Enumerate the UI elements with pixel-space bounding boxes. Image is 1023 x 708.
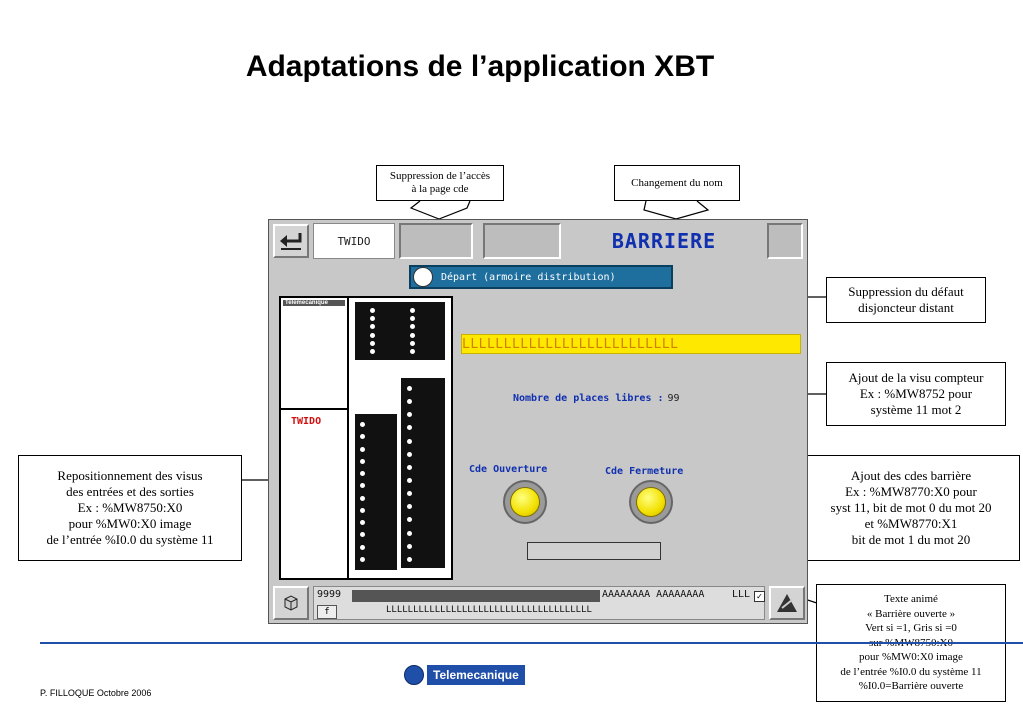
plc-output-leds-3	[406, 386, 412, 562]
depart-lamp-icon	[413, 267, 433, 287]
status-value: 9999	[317, 589, 342, 600]
status-bottom-text: LLLLLLLLLLLLLLLLLLLLLLLLLLLLLLLLLLLLLL	[386, 605, 592, 615]
header-empty-slot-2	[483, 223, 561, 259]
note-ajout-cdes: Ajout des cdes barrière Ex : %MW8770:X0 …	[802, 455, 1020, 561]
note-suppression-acces: Suppression de l’accès à la page cde	[376, 165, 504, 201]
slide-title: Adaptations de l’application XBT	[245, 50, 715, 83]
footer-author: P. FILLOQUE Octobre 2006	[40, 688, 152, 698]
fermeture-lamp-icon	[636, 487, 666, 517]
cube-button[interactable]	[273, 586, 309, 620]
plc-module-bottom: TWIDO	[281, 410, 349, 578]
places-counter: Nombre de places libres : 99	[513, 390, 680, 406]
status-f-field[interactable]: f	[317, 605, 337, 619]
ouverture-lamp-icon	[510, 487, 540, 517]
note-changement-nom: Changement du nom	[614, 165, 740, 201]
header-title-area: BARRIERE	[565, 223, 763, 259]
animated-text-field	[527, 542, 661, 560]
tab-twido-label: TWIDO	[337, 234, 371, 248]
cde-fermeture-button[interactable]	[629, 480, 673, 524]
plc-output-leds-1	[369, 308, 375, 354]
plc-module-top: Telemecanique	[281, 298, 349, 410]
xbt-screen: TWIDO BARRIERE Départ (armoire distribut…	[268, 219, 808, 624]
counter-bar-text: LLLLLLLLLLLLLLLLLLLLLLLLLL	[462, 336, 679, 352]
places-value: 99	[667, 392, 680, 404]
note-repositionnement: Repositionnement des visus des entrées e…	[18, 455, 242, 561]
plc-output-leds-2	[409, 308, 415, 354]
screen-title: BARRIERE	[611, 229, 717, 253]
cde-ouverture-button[interactable]	[503, 480, 547, 524]
header-empty-slot-3	[767, 223, 803, 259]
cde-ouverture-label: Cde Ouverture	[469, 464, 548, 475]
status-progress-bar	[352, 590, 600, 602]
plc-model-label: TWIDO	[291, 416, 322, 427]
depart-label: Départ (armoire distribution)	[441, 271, 616, 283]
plc-output-block-2	[401, 378, 445, 568]
places-label: Nombre de places libres :	[513, 392, 664, 404]
counter-bar: LLLLLLLLLLLLLLLLLLLLLLLLLL	[461, 334, 801, 354]
footer-logo-text: Telemecanique	[427, 665, 525, 685]
footer-logo: Telemecanique	[404, 664, 525, 686]
header-empty-slot-1	[399, 223, 473, 259]
plc-input-block	[355, 414, 397, 570]
cde-fermeture-label: Cde Fermeture	[605, 466, 684, 477]
note-ajout-visu-compteur: Ajout de la visu compteur Ex : %MW8752 p…	[826, 362, 1006, 426]
cube-icon	[284, 595, 298, 611]
status-lll: LLL	[732, 589, 751, 600]
return-arrow-icon	[280, 233, 302, 250]
back-button[interactable]	[273, 224, 309, 258]
footer-line	[40, 642, 1023, 644]
checkbox-icon[interactable]: ✓	[754, 591, 765, 602]
plc-input-leds	[359, 422, 365, 562]
telemecanique-logo-icon	[404, 665, 424, 685]
plc-image: Telemecanique TWIDO	[279, 296, 453, 580]
tab-twido[interactable]: TWIDO	[313, 223, 395, 259]
depart-indicator: Départ (armoire distribution)	[409, 265, 673, 289]
status-panel: 9999 AAAAAAAA AAAAAAAA LLL ✓ f LLLLLLLLL…	[313, 586, 765, 620]
plc-brand-label: Telemecanique	[283, 300, 345, 306]
alarm-bell-icon	[777, 594, 797, 612]
note-suppression-defaut: Suppression du défaut disjoncteur distan…	[826, 277, 986, 323]
status-right-text: AAAAAAAA AAAAAAAA	[602, 589, 705, 600]
alarm-button[interactable]	[769, 586, 805, 620]
